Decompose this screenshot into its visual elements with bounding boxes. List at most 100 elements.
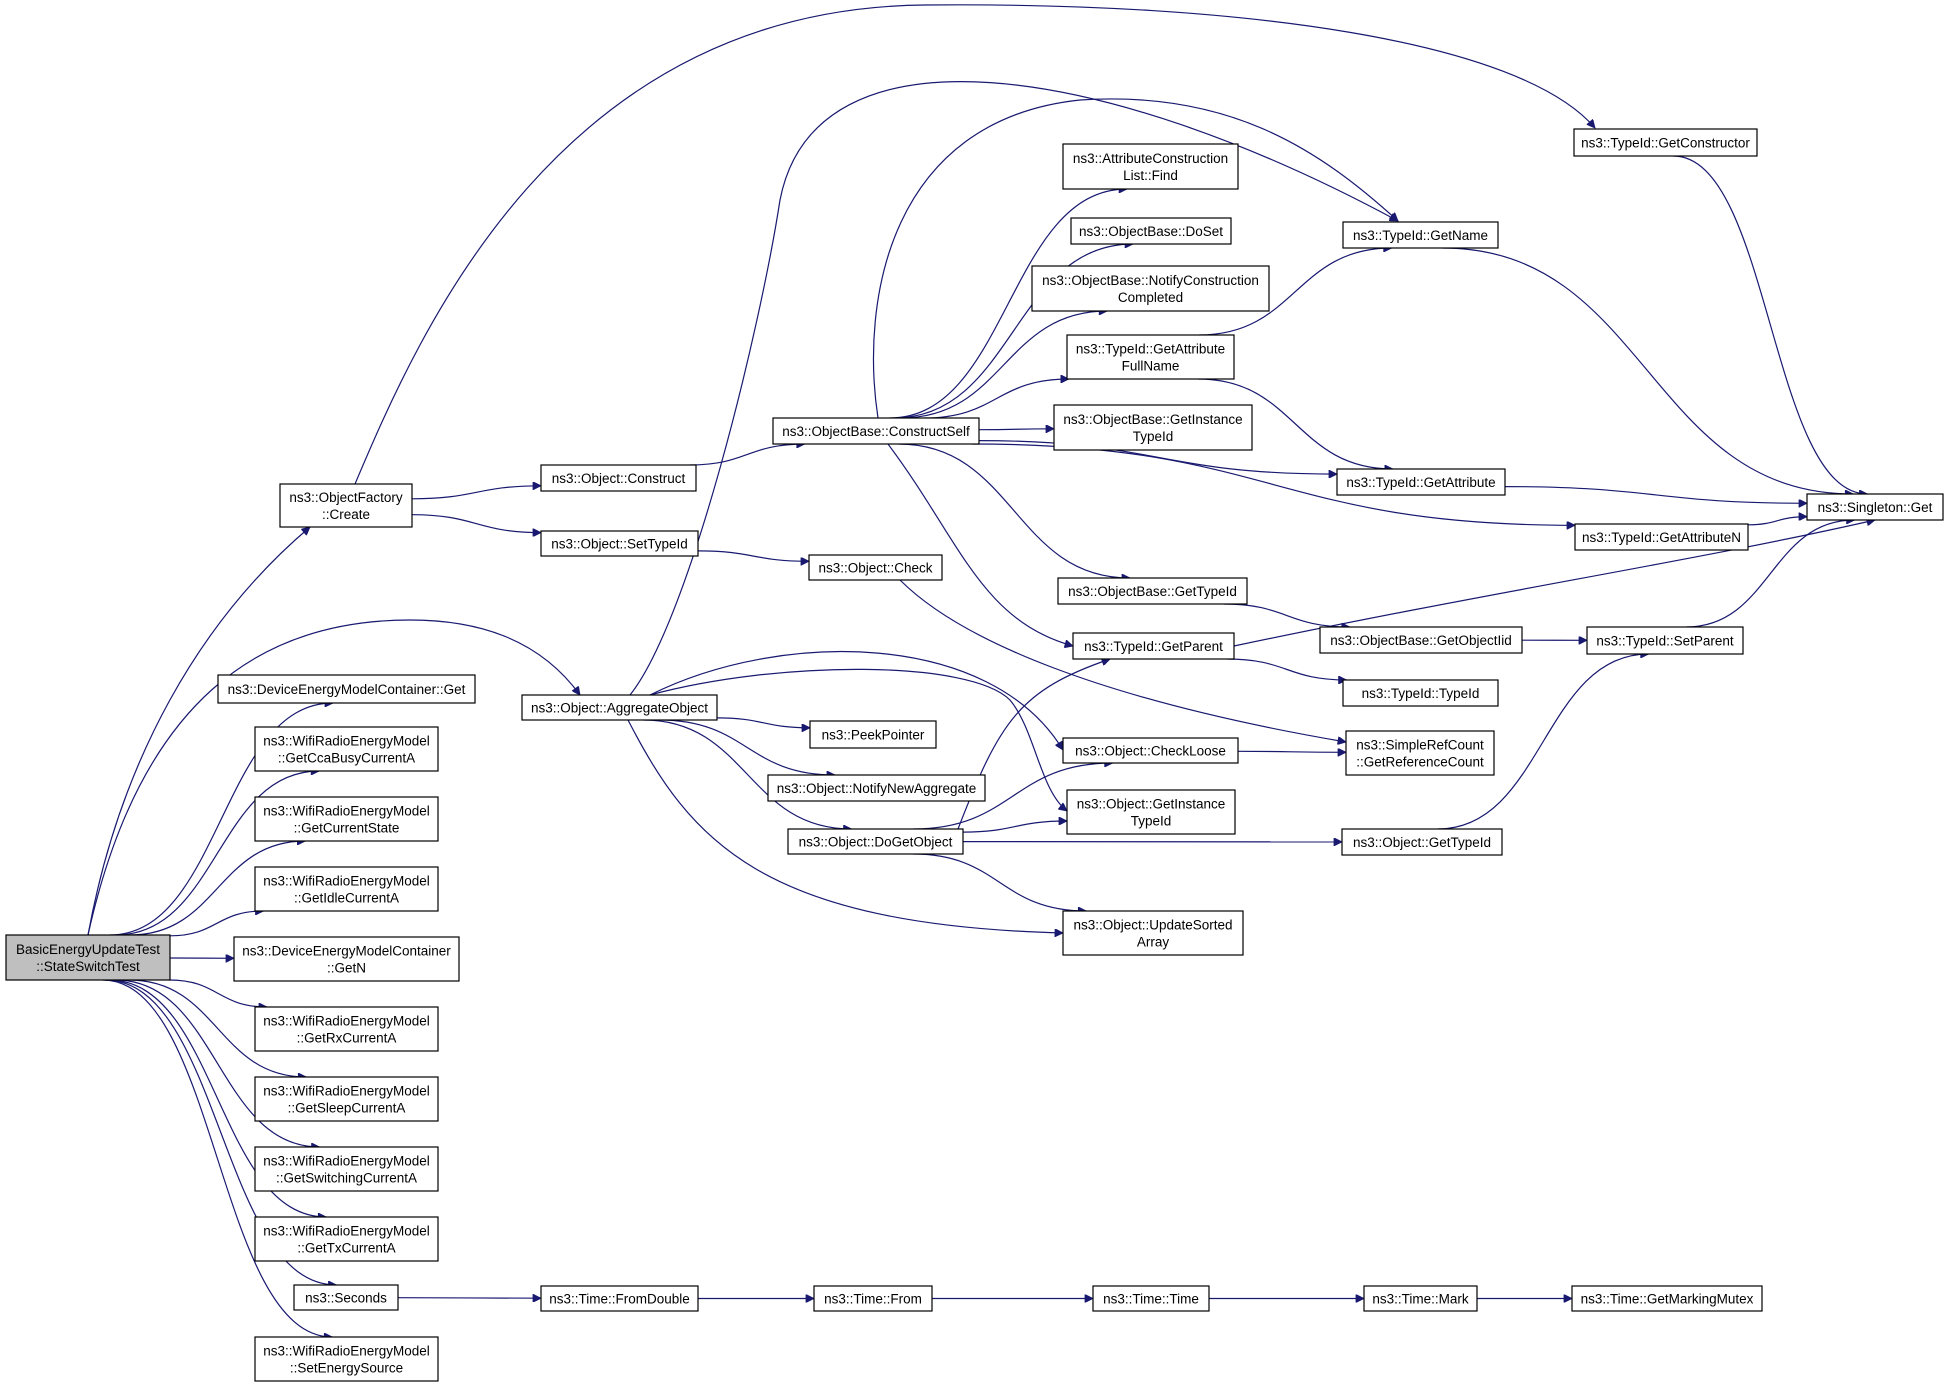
node-time_mark[interactable]: ns3::Time::Mark (1363, 1285, 1478, 1312)
node-tid_typeid[interactable]: ns3::TypeId::TypeId (1342, 679, 1499, 707)
node-w_sleep[interactable]: ns3::WifiRadioEnergyModel::GetSleepCurre… (254, 1076, 439, 1122)
node-w_idle[interactable]: ns3::WifiRadioEnergyModel::GetIdleCurren… (254, 866, 439, 912)
node-peekpointer[interactable]: ns3::PeekPointer (809, 720, 937, 749)
node-box (1031, 265, 1270, 312)
edge-root-to-w_ccabusy (115, 771, 319, 936)
node-ob_doset[interactable]: ns3::ObjectBase::DoSet (1070, 217, 1232, 245)
node-label: ::GetCurrentState (294, 821, 400, 836)
node-tid_setparent[interactable]: ns3::TypeId::SetParent (1586, 626, 1744, 655)
node-box (1336, 468, 1506, 496)
node-ob_gettypeid[interactable]: ns3::ObjectBase::GetTypeId (1057, 577, 1248, 605)
node-ob_constructself[interactable]: ns3::ObjectBase::ConstructSelf (772, 417, 980, 445)
node-label: ns3::WifiRadioEnergyModel (263, 1084, 430, 1099)
node-label: ns3::Time::GetMarkingMutex (1581, 1292, 1754, 1307)
node-box (1092, 1285, 1210, 1312)
node-w_rx[interactable]: ns3::WifiRadioEnergyModel::GetRxCurrentA (254, 1006, 439, 1052)
node-box (1057, 577, 1248, 605)
node-label: ns3::Object::CheckLoose (1075, 744, 1226, 759)
node-label: ns3::WifiRadioEnergyModel (263, 874, 430, 889)
node-box (1066, 334, 1235, 380)
node-box (254, 1216, 439, 1262)
node-label: ::GetCcaBusyCurrentA (278, 751, 415, 766)
node-w_ccabusy[interactable]: ns3::WifiRadioEnergyModel::GetCcaBusyCur… (254, 726, 439, 772)
node-label: ns3::TypeId::TypeId (1362, 686, 1480, 701)
node-demc_getn[interactable]: ns3::DeviceEnergyModelContainer::GetN (233, 936, 460, 982)
node-box (1806, 493, 1944, 521)
node-time_fromdouble[interactable]: ns3::Time::FromDouble (540, 1285, 699, 1312)
node-label: ns3::AttributeConstruction (1073, 151, 1228, 166)
node-time_from[interactable]: ns3::Time::From (813, 1285, 933, 1312)
node-objfactory_create[interactable]: ns3::ObjectFactory::Create (279, 483, 413, 528)
node-demc_get[interactable]: ns3::DeviceEnergyModelContainer::Get (217, 674, 476, 704)
node-label: ::GetTxCurrentA (297, 1241, 395, 1256)
node-label: ns3::WifiRadioEnergyModel (263, 734, 430, 749)
node-label: ::SetEnergySource (290, 1361, 403, 1376)
node-obj_gettypeid[interactable]: ns3::Object::GetTypeId (1341, 828, 1503, 856)
node-singleton_get[interactable]: ns3::Singleton::Get (1806, 493, 1944, 521)
node-box (254, 796, 439, 842)
node-label: ns3::PeekPointer (822, 728, 925, 743)
node-label: ns3::Object::SetTypeId (551, 537, 688, 552)
node-label: ns3::SimpleRefCount (1356, 738, 1484, 753)
node-w_switching[interactable]: ns3::WifiRadioEnergyModel::GetSwitchingC… (254, 1146, 439, 1192)
node-label: ns3::TypeId::SetParent (1596, 634, 1734, 649)
node-box (254, 1146, 439, 1192)
node-label: ns3::Singleton::Get (1818, 500, 1933, 515)
node-seconds[interactable]: ns3::Seconds (293, 1284, 399, 1311)
node-box (809, 720, 937, 749)
node-box (813, 1285, 933, 1312)
node-root[interactable]: BasicEnergyUpdateTest::StateSwitchTest (5, 934, 171, 981)
node-w_setenergy[interactable]: ns3::WifiRadioEnergyModel::SetEnergySour… (254, 1336, 439, 1382)
node-tid_getattribute[interactable]: ns3::TypeId::GetAttribute (1336, 468, 1506, 496)
node-label: TypeId (1131, 814, 1172, 829)
node-box (279, 483, 413, 528)
edge-obj_check-to-src_getrefcount (899, 579, 1346, 742)
node-obj_aggregate[interactable]: ns3::Object::AggregateObject (521, 694, 718, 721)
edge-root-to-w_switching (115, 979, 320, 1147)
node-label: ::GetRxCurrentA (297, 1031, 397, 1046)
node-label: ns3::Time::Time (1103, 1292, 1199, 1307)
edge-obj_aggregate-to-obj_getinstancetypeid (649, 668, 1067, 811)
node-box (1363, 1285, 1478, 1312)
node-obj_checkloose[interactable]: ns3::Object::CheckLoose (1062, 737, 1239, 764)
node-time_time[interactable]: ns3::Time::Time (1092, 1285, 1210, 1312)
node-time_getmarkingmutex[interactable]: ns3::Time::GetMarkingMutex (1571, 1285, 1763, 1312)
node-obj_settypeid[interactable]: ns3::Object::SetTypeId (540, 530, 699, 557)
node-label: ns3::Object::AggregateObject (531, 701, 708, 716)
edge-ob_constructself-to-tid_getname (872, 98, 1398, 419)
node-src_getrefcount[interactable]: ns3::SimpleRefCount::GetReferenceCount (1345, 730, 1495, 776)
edge-obj_dogetobject-to-obj_updatesorted (913, 853, 1086, 911)
node-box (1342, 679, 1499, 707)
node-box (1571, 1285, 1763, 1312)
node-ob_getobjectiid[interactable]: ns3::ObjectBase::GetObjectIid (1319, 626, 1523, 654)
node-label: List::Find (1123, 168, 1178, 183)
node-label: ns3::Time::Mark (1372, 1292, 1469, 1307)
node-box (1341, 828, 1503, 856)
node-label: ns3::WifiRadioEnergyModel (263, 1344, 430, 1359)
edge-ob_constructself-to-tid_getattrfullname (924, 379, 1069, 419)
node-ob_notifyconstr[interactable]: ns3::ObjectBase::NotifyConstructionCompl… (1031, 265, 1270, 312)
node-w_curstate[interactable]: ns3::WifiRadioEnergyModel::GetCurrentSta… (254, 796, 439, 842)
node-w_tx[interactable]: ns3::WifiRadioEnergyModel::GetTxCurrentA (254, 1216, 439, 1262)
node-tid_getparent[interactable]: ns3::TypeId::GetParent (1072, 632, 1235, 660)
node-label: ns3::Object::GetTypeId (1353, 835, 1491, 850)
node-tid_getname[interactable]: ns3::TypeId::GetName (1342, 221, 1499, 249)
node-box (254, 726, 439, 772)
node-label: ::StateSwitchTest (36, 959, 140, 974)
node-label: ns3::TypeId::GetAttribute (1076, 342, 1225, 357)
edges (87, 4, 1875, 1337)
node-box (787, 828, 964, 855)
node-obj_dogetobject[interactable]: ns3::Object::DoGetObject (787, 828, 964, 855)
node-obj_notifynewagg[interactable]: ns3::Object::NotifyNewAggregate (767, 774, 986, 802)
node-obj_construct[interactable]: ns3::Object::Construct (540, 464, 697, 492)
node-label: ::GetSleepCurrentA (288, 1101, 406, 1116)
node-tid_getconstructor[interactable]: ns3::TypeId::GetConstructor (1573, 128, 1758, 157)
node-tid_getattributen[interactable]: ns3::TypeId::GetAttributeN (1574, 523, 1749, 551)
node-obj_check[interactable]: ns3::Object::Check (808, 554, 943, 581)
edge-obj_construct-to-ob_constructself (689, 444, 805, 466)
